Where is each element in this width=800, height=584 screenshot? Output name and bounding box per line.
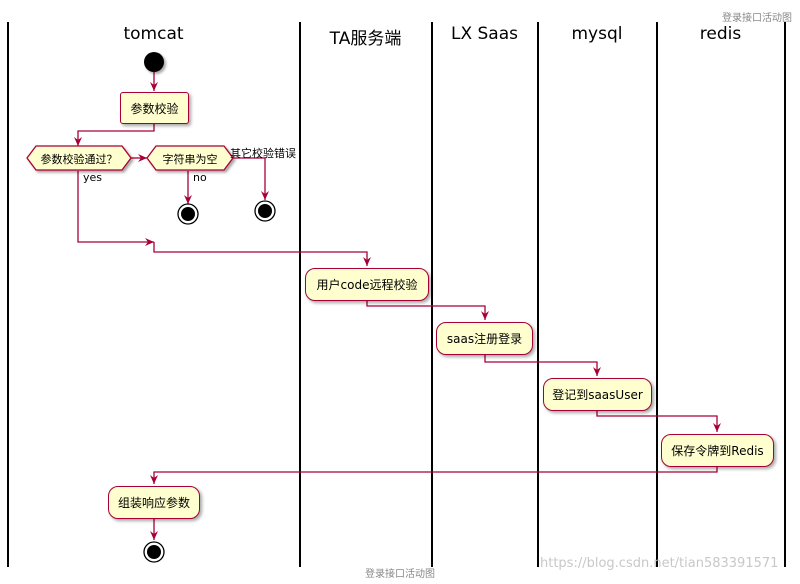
lane-title-redis: redis bbox=[699, 24, 742, 44]
decision-string-empty: 字符串为空 bbox=[162, 153, 218, 166]
activity-register-user: 登记到saasUser bbox=[543, 378, 652, 411]
lane-title-ta-server: TA服务端 bbox=[329, 29, 402, 49]
edge-label-no: no bbox=[193, 171, 207, 184]
diagram-caption-bottom: 登录接口活动图 bbox=[365, 569, 435, 580]
lane-title-mysql: mysql bbox=[571, 24, 623, 44]
lane-divider bbox=[784, 22, 786, 567]
lane-divider bbox=[7, 22, 9, 567]
edge-label-other-error: 其它校验错误 bbox=[230, 147, 296, 160]
stop-node-no bbox=[177, 203, 199, 225]
activity-remote-check: 用户code远程校验 bbox=[305, 268, 429, 301]
edge-other-error-to-stop bbox=[233, 157, 269, 200]
edge-to-remote-check bbox=[153, 242, 371, 266]
edge-param-check-to-decision bbox=[74, 123, 155, 146]
activity-assemble-response: 组装响应参数 bbox=[108, 486, 200, 519]
diagram-caption-top: 登录接口活动图 bbox=[722, 13, 792, 24]
edge-to-assemble-response bbox=[150, 466, 718, 484]
decision-string-empty-shape bbox=[146, 145, 234, 171]
activity-save-token: 保存令牌到Redis bbox=[661, 434, 774, 467]
edge-label-yes: yes bbox=[83, 171, 103, 184]
edge-to-register-user bbox=[484, 355, 601, 376]
decision-param-pass: 参数校验通过？ bbox=[40, 153, 118, 166]
lane-divider bbox=[299, 22, 301, 567]
activity-saas-register: saas注册登录 bbox=[436, 322, 533, 355]
lane-divider bbox=[431, 22, 433, 567]
start-node bbox=[144, 52, 164, 72]
watermark: https://blog.csdn.net/tian583391571 bbox=[540, 556, 779, 571]
edge-to-save-token bbox=[596, 410, 721, 432]
lane-title-lx-saas: LX Saas bbox=[450, 24, 518, 44]
edge-to-saas-register bbox=[366, 300, 489, 320]
lane-divider bbox=[537, 22, 539, 567]
edge-yes-merge bbox=[77, 171, 154, 246]
activity-param-check: 参数校验 bbox=[120, 92, 189, 124]
stop-node-final bbox=[143, 541, 165, 563]
stop-node-other-error bbox=[254, 200, 276, 222]
lane-title-tomcat: tomcat bbox=[123, 24, 184, 44]
decision-param-pass-shape bbox=[26, 145, 132, 171]
lane-divider bbox=[656, 22, 658, 567]
